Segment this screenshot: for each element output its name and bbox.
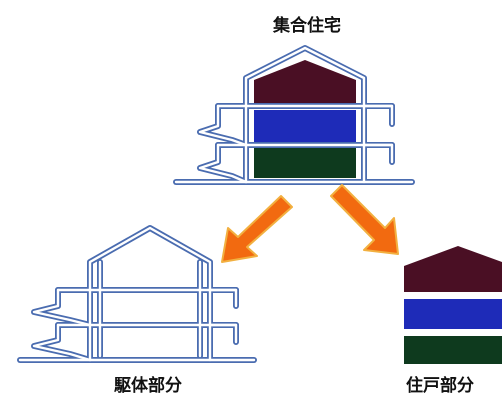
- frame-outer-line: [97, 259, 203, 359]
- frame-inner-line: [198, 104, 248, 147]
- frame-outer-line: [361, 142, 395, 165]
- frame-inner-line: [208, 323, 238, 344]
- roof-unit-separated: [404, 246, 502, 292]
- frame-outer-line: [207, 287, 239, 309]
- frame-outer-line: [197, 142, 249, 185]
- bottom-unit: [254, 148, 356, 178]
- middle-unit-separated: [404, 299, 502, 329]
- frame-outer-line: [207, 322, 239, 345]
- structure-frame-top: [173, 45, 415, 185]
- label-structure-part: 駆体部分: [114, 375, 182, 396]
- structure-frame-skeleton: [17, 225, 257, 363]
- arrow-down-right-icon: [330, 184, 399, 255]
- frame-inner-line: [88, 226, 212, 292]
- complete-housing-figure: 集合住宅: [173, 15, 415, 185]
- frame-inner-line: [244, 46, 366, 108]
- structure-part-figure: 駆体部分: [17, 225, 257, 396]
- frame-outer-line: [87, 225, 213, 293]
- frame-outer-line: [31, 287, 93, 328]
- frame-inner-line: [208, 288, 238, 308]
- arrow-down-left-icon: [221, 195, 293, 263]
- frame-inner-line: [32, 288, 92, 327]
- roof-unit: [254, 60, 356, 104]
- label-dwelling-part: 住戸部分: [406, 375, 474, 396]
- frame-inner-line: [198, 143, 248, 184]
- frame-outer-line: [31, 322, 93, 363]
- frame-outer-line: [361, 103, 395, 127]
- bottom-unit-separated: [404, 336, 502, 364]
- frame-outer-line: [197, 103, 249, 148]
- dwelling-units-figure: 住戸部分: [404, 246, 502, 396]
- frame-inner-line: [32, 323, 92, 362]
- middle-unit: [254, 110, 356, 142]
- frame-inner-line: [98, 260, 202, 358]
- label-complete-housing: 集合住宅: [272, 15, 341, 36]
- frame-inner-line: [362, 143, 394, 164]
- frame-inner-line: [362, 104, 394, 126]
